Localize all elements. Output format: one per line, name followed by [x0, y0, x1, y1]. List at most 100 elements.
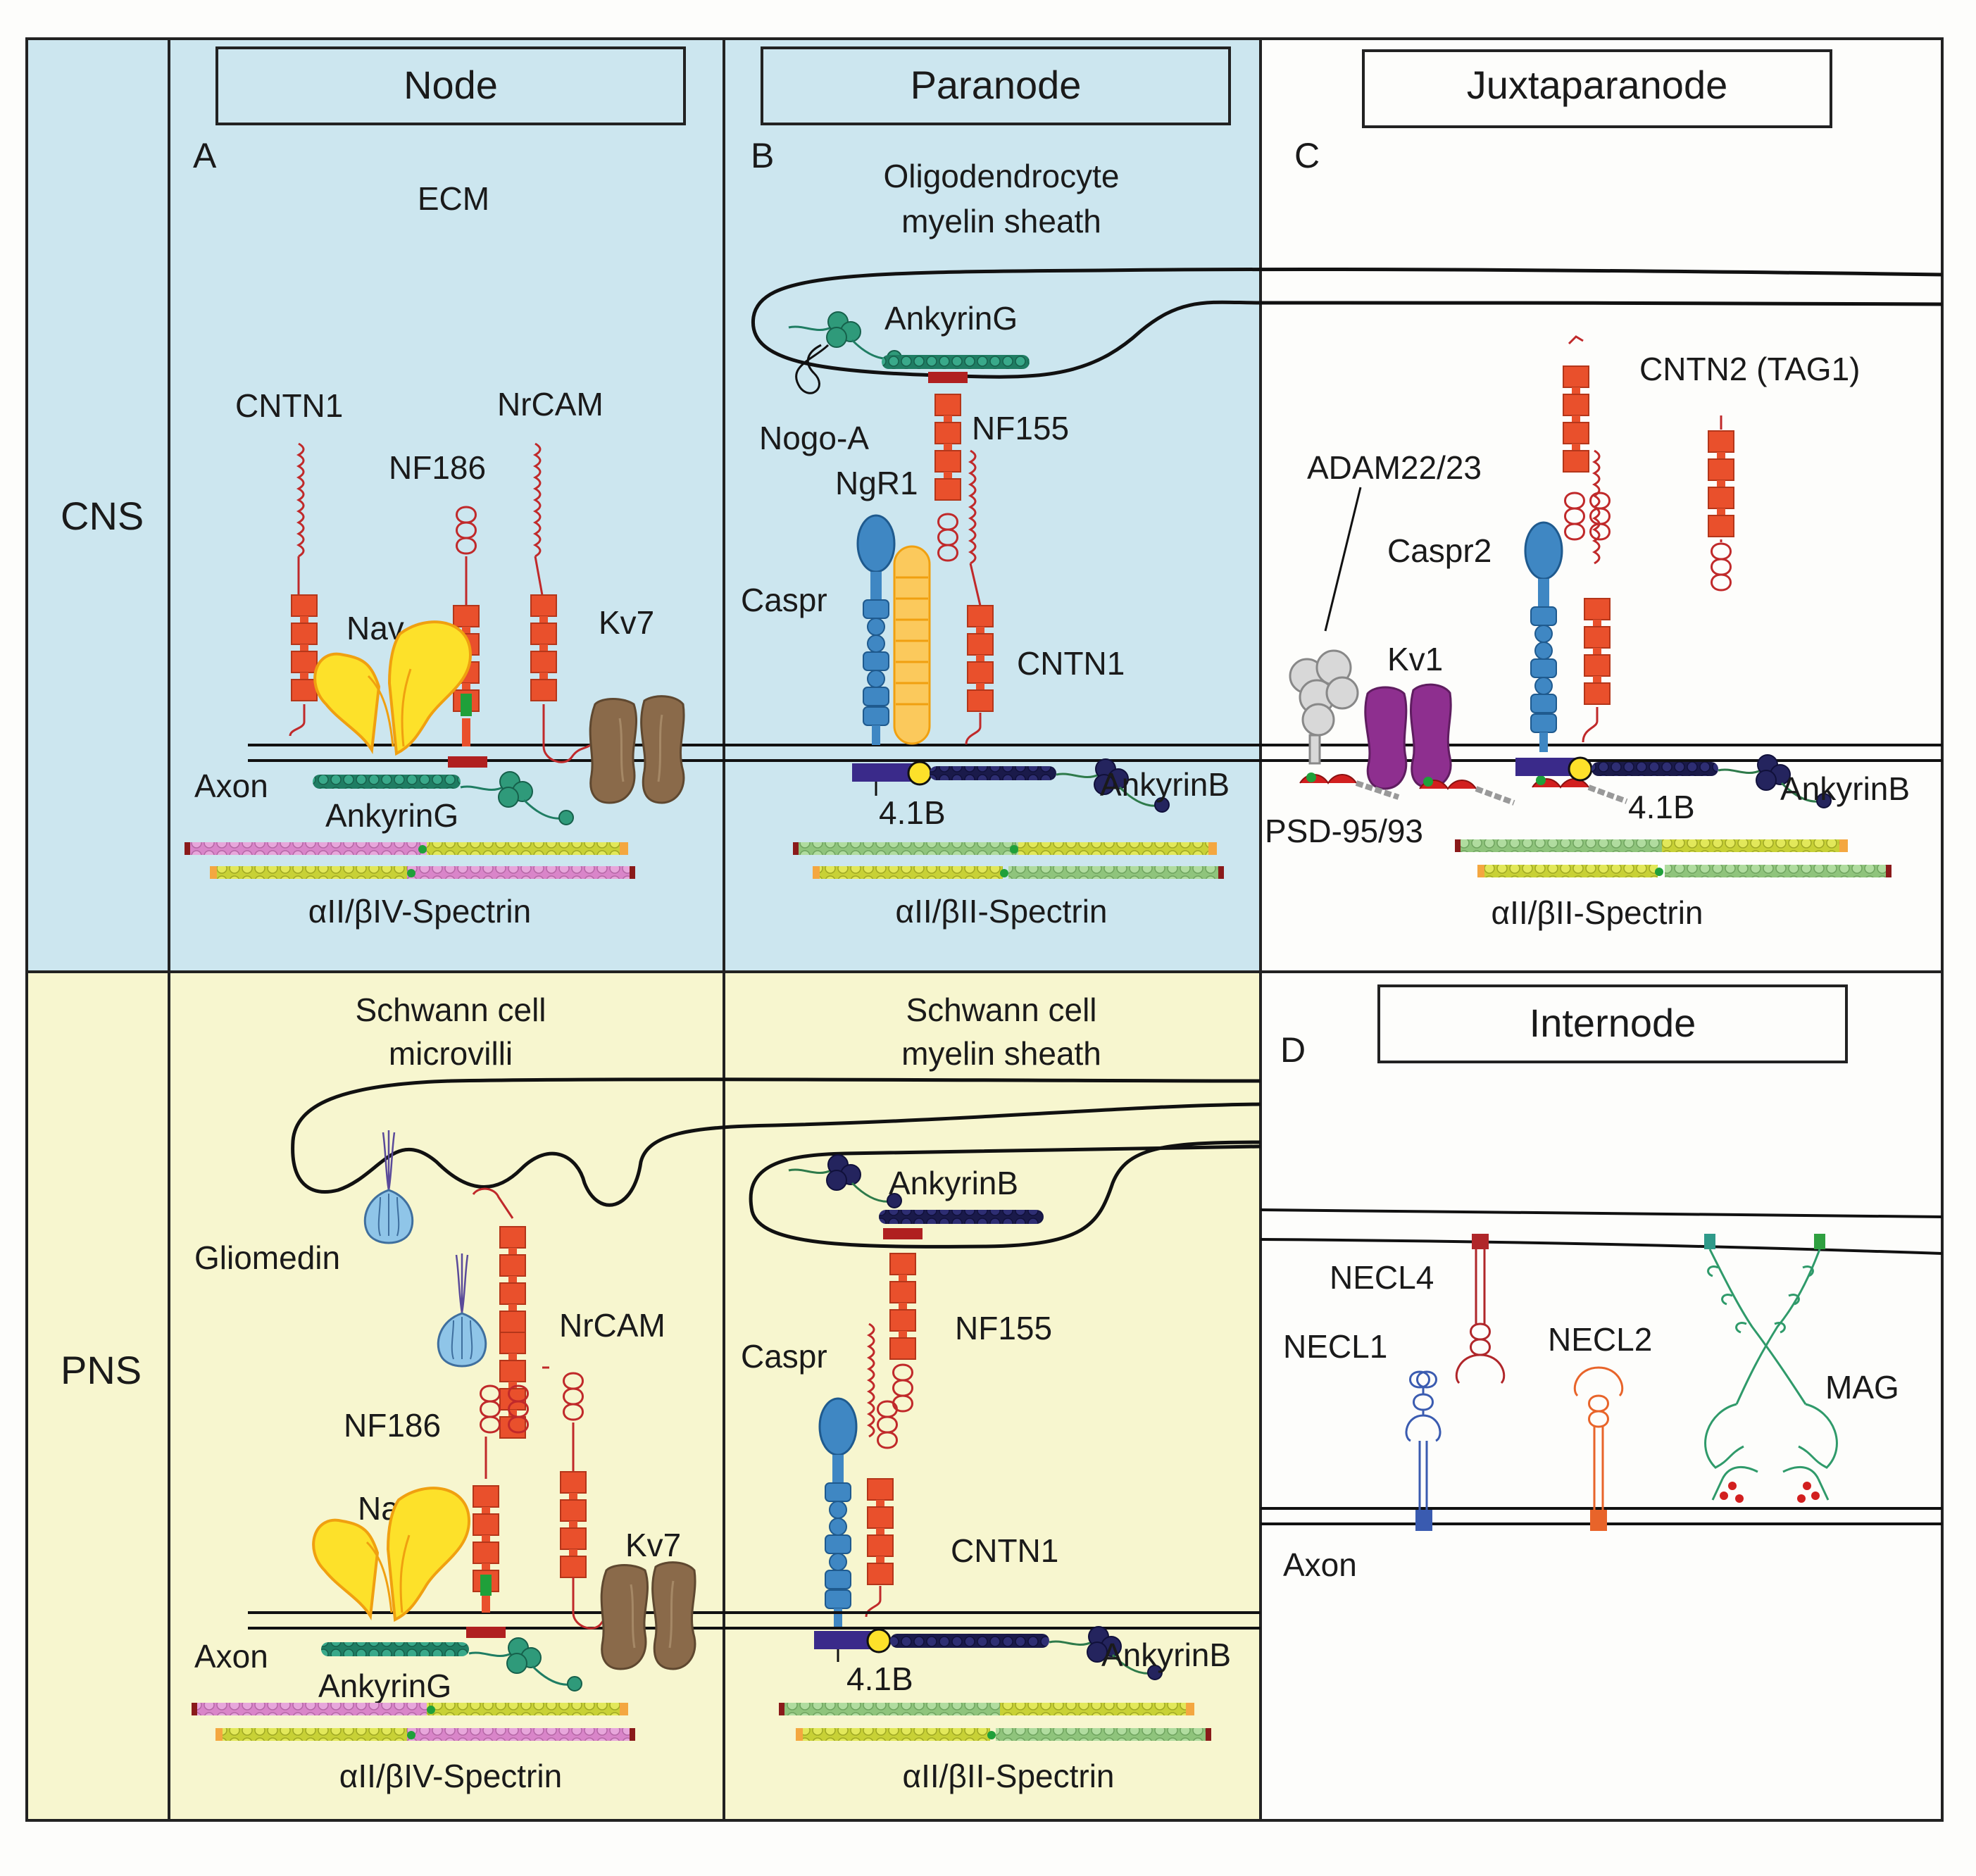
- cns-paranode-cntn1: [965, 449, 994, 745]
- cns-juxta-41b-label: 4.1B: [1628, 789, 1695, 825]
- cns-juxta-spectrin: [1455, 839, 1891, 877]
- row-label-pns: PNS: [61, 1348, 142, 1392]
- pns-paranode-cntn1: [865, 1322, 898, 1618]
- pns-background: [27, 972, 1261, 1820]
- cns-paranode-nogoa-label: Nogo-A: [759, 420, 869, 456]
- panel-letter-a: A: [193, 136, 217, 175]
- node-title-box: [215, 46, 686, 125]
- cns-juxta-cntn2-free: [1708, 415, 1734, 592]
- cns-node-nf186: [448, 506, 487, 768]
- cns-node-ankyring-label: AnkyrinG: [325, 797, 458, 834]
- panel-letter-d: D: [1280, 1030, 1306, 1070]
- cns-node-nrcam: [530, 442, 594, 763]
- pns-node-spectrin: [192, 1703, 635, 1741]
- cns-paranode-spectrin: [793, 842, 1224, 879]
- cns-juxta-caspr2-label: Caspr2: [1387, 532, 1492, 569]
- cns-paranode-41b-label: 4.1B: [879, 794, 946, 831]
- internode-panel: NECL4 NECL1 NECL2 MAG Axon: [1260, 1208, 1943, 1583]
- internode-mag-glycans: [1720, 1482, 1820, 1503]
- internode-title: Internode: [1530, 1001, 1696, 1045]
- pns-node-ankyring-bar: [321, 1642, 469, 1656]
- pns-paranode-nf155: [883, 1228, 923, 1413]
- cns-paranode-ankyring-label: AnkyrinG: [884, 300, 1018, 337]
- row-label-cns: CNS: [61, 494, 144, 538]
- cns-juxta-psd-label: PSD-95/93: [1265, 813, 1423, 849]
- juxtaparanode-title: Juxtaparanode: [1467, 63, 1728, 107]
- paranode-title-box: [761, 46, 1231, 125]
- cns-nogoa: [795, 344, 830, 394]
- cns-node-nf186-label: NF186: [389, 449, 486, 486]
- cns-node-cntn1-label: CNTN1: [235, 387, 343, 424]
- cns-paranode-caspr-label: Caspr: [741, 582, 827, 618]
- cns-paranode-spectrin-label: αII/βII-Spectrin: [895, 893, 1107, 930]
- pns-myelin-loop: [749, 1140, 1261, 1249]
- pns-node-microvilli-line2: microvilli: [389, 1035, 513, 1072]
- pns-paranode-nf155-label: NF155: [955, 1310, 1052, 1346]
- cns-juxta-adam: [1289, 649, 1359, 765]
- pns-paranode-ankyrinb-bar: [890, 1634, 1049, 1648]
- cns-juxta-psd: [1299, 773, 1628, 806]
- cns-node-ankyring-bar: [313, 775, 461, 789]
- cns-paranode-41b: [852, 763, 915, 782]
- cns-node-spectrin-label: αII/βIV-Spectrin: [308, 893, 531, 930]
- internode-necl4: [1455, 1234, 1506, 1384]
- internode-necl4-label: NECL4: [1330, 1259, 1434, 1296]
- cns-juxta-panel: CNTN2 (TAG1) ADAM22/23 Caspr2 Kv1: [1261, 335, 1942, 931]
- pns-paranode-41b-label: 4.1B: [846, 1661, 913, 1697]
- pns-paranode-panel: Schwann cell myelin sheath AnkyrinB NF15…: [724, 992, 1261, 1794]
- cns-node-cntn1: [289, 442, 318, 737]
- cns-node-panel: ECM CNTN1 NF186 NrCAM Nav Kv7 Axon Ankyr…: [185, 180, 724, 930]
- cns-paranode-ankyrinb-bar: [930, 766, 1056, 780]
- internode-mag-label: MAG: [1825, 1369, 1899, 1406]
- juxtaparanode-background: [1261, 39, 1942, 972]
- pns-node-axon-label: Axon: [194, 1638, 268, 1675]
- cns-paranode-ankyrinb-label: AnkyrinB: [1100, 766, 1230, 803]
- pns-paranode-cntn1-label: CNTN1: [951, 1532, 1058, 1569]
- internode-mag: [1704, 1234, 1838, 1501]
- cns-paranode-panel: Oligodendrocyte myelin sheath AnkyrinG N…: [724, 158, 1943, 930]
- cns-background: [27, 39, 1261, 972]
- cns-paranode-sheath-line2: myelin sheath: [901, 203, 1101, 239]
- cns-ngr1: [893, 545, 931, 745]
- paranode-title: Paranode: [911, 63, 1082, 107]
- cns-paranode-nf155-label: NF155: [972, 410, 1069, 446]
- panel-letter-b: B: [751, 136, 774, 175]
- pns-node-microvilli-line1: Schwann cell: [355, 992, 546, 1028]
- juxtaparanode-title-box: [1362, 49, 1832, 128]
- pns-gliomedin-2: [437, 1253, 487, 1368]
- cns-juxta-cntn2-label: CNTN2 (TAG1): [1639, 351, 1861, 387]
- cns-paranode-ankyring-bar: [882, 355, 1030, 369]
- cns-juxta-cntn2-anchored: [1563, 335, 1611, 743]
- internode-necl1-label: NECL1: [1283, 1328, 1387, 1365]
- cns-paranode-nf155: [928, 372, 968, 562]
- cns-node-nav-label: Nav: [346, 610, 404, 646]
- cns-juxta-ankyrinb-bar: [1592, 762, 1718, 776]
- cns-paranode-sheath-line1: Oligodendrocyte: [884, 158, 1120, 194]
- cns-juxta-spectrin-label: αII/βII-Spectrin: [1491, 894, 1703, 931]
- internode-title-box: [1377, 984, 1848, 1063]
- pns-gliomedin-1: [363, 1130, 414, 1244]
- cns-node-kv7-label: Kv7: [599, 604, 654, 641]
- pns-node-nf186-label: NF186: [344, 1407, 441, 1444]
- pns-paranode-ankyrinb-top-bar: [879, 1210, 1044, 1224]
- node-title: Node: [404, 63, 498, 107]
- cns-juxta-kv1-label: Kv1: [1387, 641, 1443, 677]
- pns-paranode-ankyrinb-top-label: AnkyrinB: [889, 1165, 1018, 1201]
- cns-node-spectrin: [185, 842, 635, 879]
- cns-node-ecm-label: ECM: [418, 180, 489, 217]
- cns-node-axon-label: Axon: [194, 768, 268, 804]
- pns-node-panel: Schwann cell microvilli Gliomedin NrCAM …: [192, 992, 1261, 1794]
- pns-paranode-ankyrinb-label: AnkyrinB: [1101, 1637, 1231, 1673]
- pns-node-spectrin-label: αII/βIV-Spectrin: [339, 1758, 562, 1794]
- cns-juxta-ankyrinb-label: AnkyrinB: [1780, 770, 1910, 807]
- cns-paranode-cntn1-label: CNTN1: [1017, 645, 1125, 682]
- internode-necl2: [1573, 1366, 1624, 1531]
- panel-letter-c: C: [1294, 136, 1320, 175]
- pns-node-kv7-label: Kv7: [625, 1527, 681, 1563]
- pns-node-ankyring-label: AnkyrinG: [318, 1668, 451, 1704]
- pns-paranode-caspr-label: Caspr: [741, 1338, 827, 1375]
- internode-necl1: [1405, 1370, 1442, 1531]
- cns-juxta-adam-label: ADAM22/23: [1307, 449, 1482, 486]
- pns-paranode-sheath-line2: myelin sheath: [901, 1035, 1101, 1072]
